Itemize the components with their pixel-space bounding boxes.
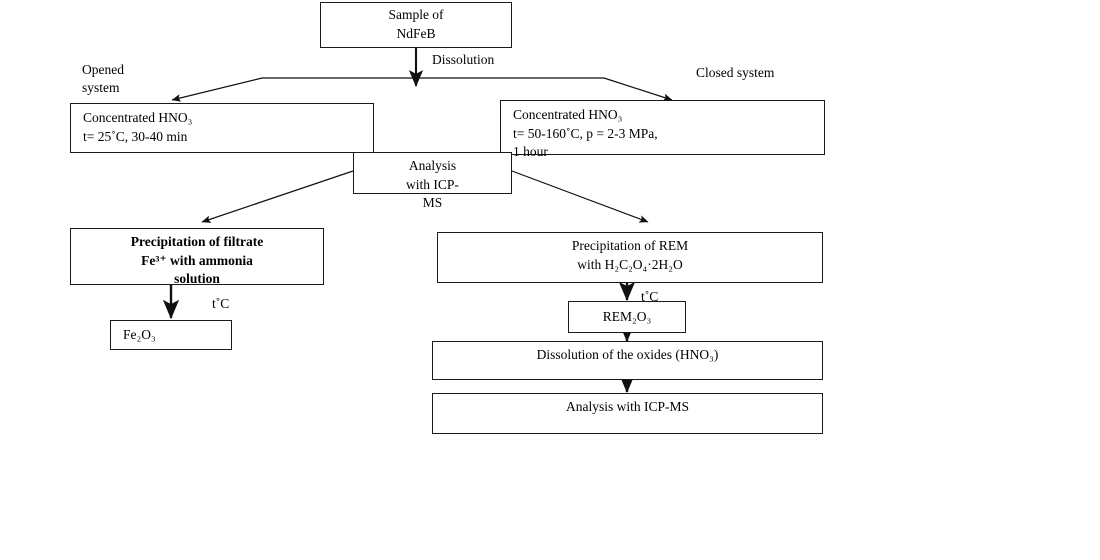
node-analysis-with-icp-ms-middle[interactable]: Analysis with ICP- MS <box>353 152 512 210</box>
node-dissolution-of-the-oxides-label: Dissolution of the oxides (HNO₃) <box>536 347 719 362</box>
edge-label-temperature-left: t˚C <box>212 296 230 311</box>
node-dissolution-of-the-oxides[interactable]: Dissolution of the oxides (HNO₃) <box>432 341 823 380</box>
connector-split-to-closed <box>603 77 673 101</box>
node-closed-concentrated-hno3[interactable]: Concentrated HNO₃ t= 50-160˚C, p = 2-3 M… <box>500 100 825 159</box>
connector-analysis-to-precip-filtrate <box>201 170 354 223</box>
node-opened-concentrated-hno3-label: Concentrated HNO₃ t= 25˚C, 30-40 min <box>83 110 193 144</box>
node-analysis-with-icp-ms-bottom[interactable]: Analysis with ICP-MS <box>432 393 823 434</box>
node-precipitation-of-rem-label: Precipitation of REM with H₂C₂O₄·2H₂O <box>571 238 689 272</box>
node-analysis-with-icp-ms-bottom-label: Analysis with ICP-MS <box>565 399 690 414</box>
node-precipitation-of-rem[interactable]: Precipitation of REM with H₂C₂O₄·2H₂O <box>437 232 823 283</box>
edge-label-dissolution: Dissolution <box>432 52 495 67</box>
edge-label-opened-system: Opened system <box>82 62 124 95</box>
node-precipitation-of-filtrate-label: Precipitation of filtrate Fe³⁺ with ammo… <box>130 234 264 287</box>
node-sample-of-ndfeb[interactable]: Sample of NdFeB <box>320 2 512 48</box>
connector-split-to-opened <box>171 77 263 102</box>
node-closed-concentrated-hno3-label: Concentrated HNO₃ t= 50-160˚C, p = 2-3 M… <box>513 107 658 160</box>
edge-label-temperature-right: t˚C <box>641 289 659 304</box>
node-fe2o3-label: Fe₂O₃ <box>123 327 156 342</box>
node-rem2o3[interactable]: REM₂O₃ <box>568 301 686 333</box>
node-precipitation-of-filtrate[interactable]: Precipitation of filtrate Fe³⁺ with ammo… <box>70 228 324 286</box>
node-fe2o3[interactable]: Fe₂O₃ <box>110 320 232 350</box>
node-analysis-with-icp-ms-middle-label: Analysis with ICP- MS <box>406 158 459 211</box>
edge-label-closed-system: Closed system <box>696 65 775 80</box>
node-sample-of-ndfeb-label: Sample of NdFeB <box>388 7 444 41</box>
node-opened-concentrated-hno3[interactable]: Concentrated HNO₃ t= 25˚C, 30-40 min <box>70 103 374 153</box>
connector-analysis-to-precip-rem <box>511 170 649 223</box>
node-rem2o3-label: REM₂O₃ <box>602 308 652 324</box>
